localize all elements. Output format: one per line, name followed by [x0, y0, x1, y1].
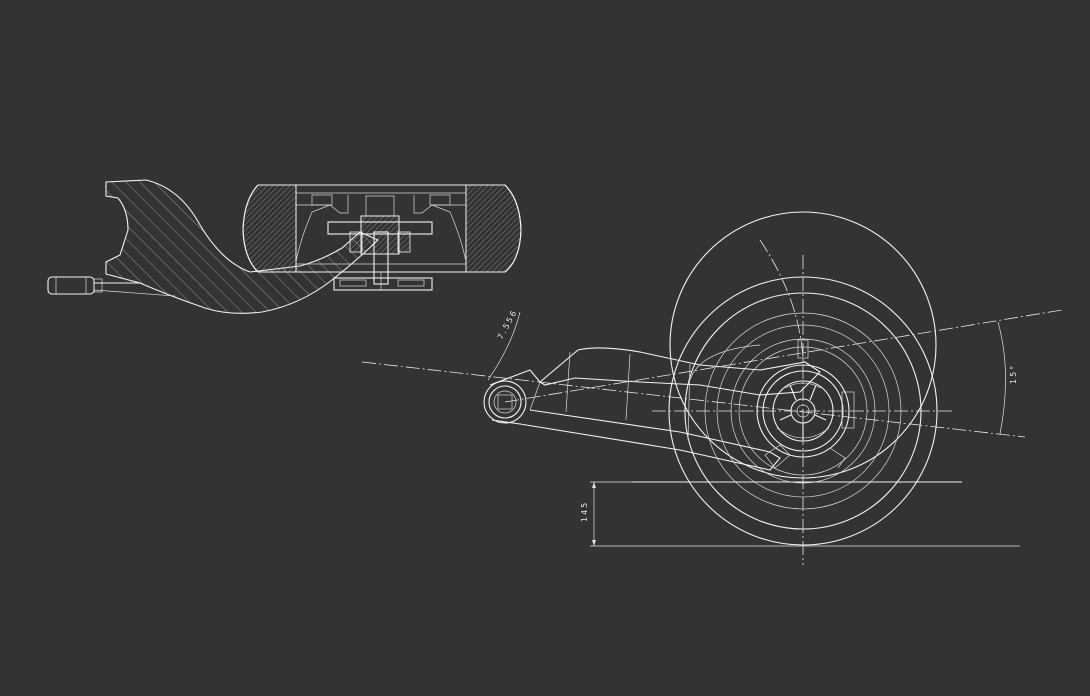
swing-arc [759, 239, 804, 361]
clamp-end [47, 276, 103, 295]
angle-label: 15° [1009, 364, 1018, 384]
tire-inner [684, 292, 922, 530]
section-view [47, 179, 522, 314]
wheel-hub [756, 339, 855, 469]
wheel-swept-outline [669, 211, 937, 479]
arc-length-dimension [487, 311, 521, 381]
tire-outer [668, 276, 938, 546]
centerline-angled [504, 309, 1063, 403]
pivot-bushing [483, 380, 527, 424]
height-label: 145 [580, 501, 589, 522]
centerline-arm [361, 361, 1026, 438]
swing-arm [489, 344, 821, 471]
side-view [361, 211, 1063, 565]
swing-arm-section [105, 179, 379, 314]
wheel-section [242, 184, 522, 291]
arc-length-label: 7.556 [496, 308, 519, 341]
angle-dimension-arc [997, 321, 1006, 435]
